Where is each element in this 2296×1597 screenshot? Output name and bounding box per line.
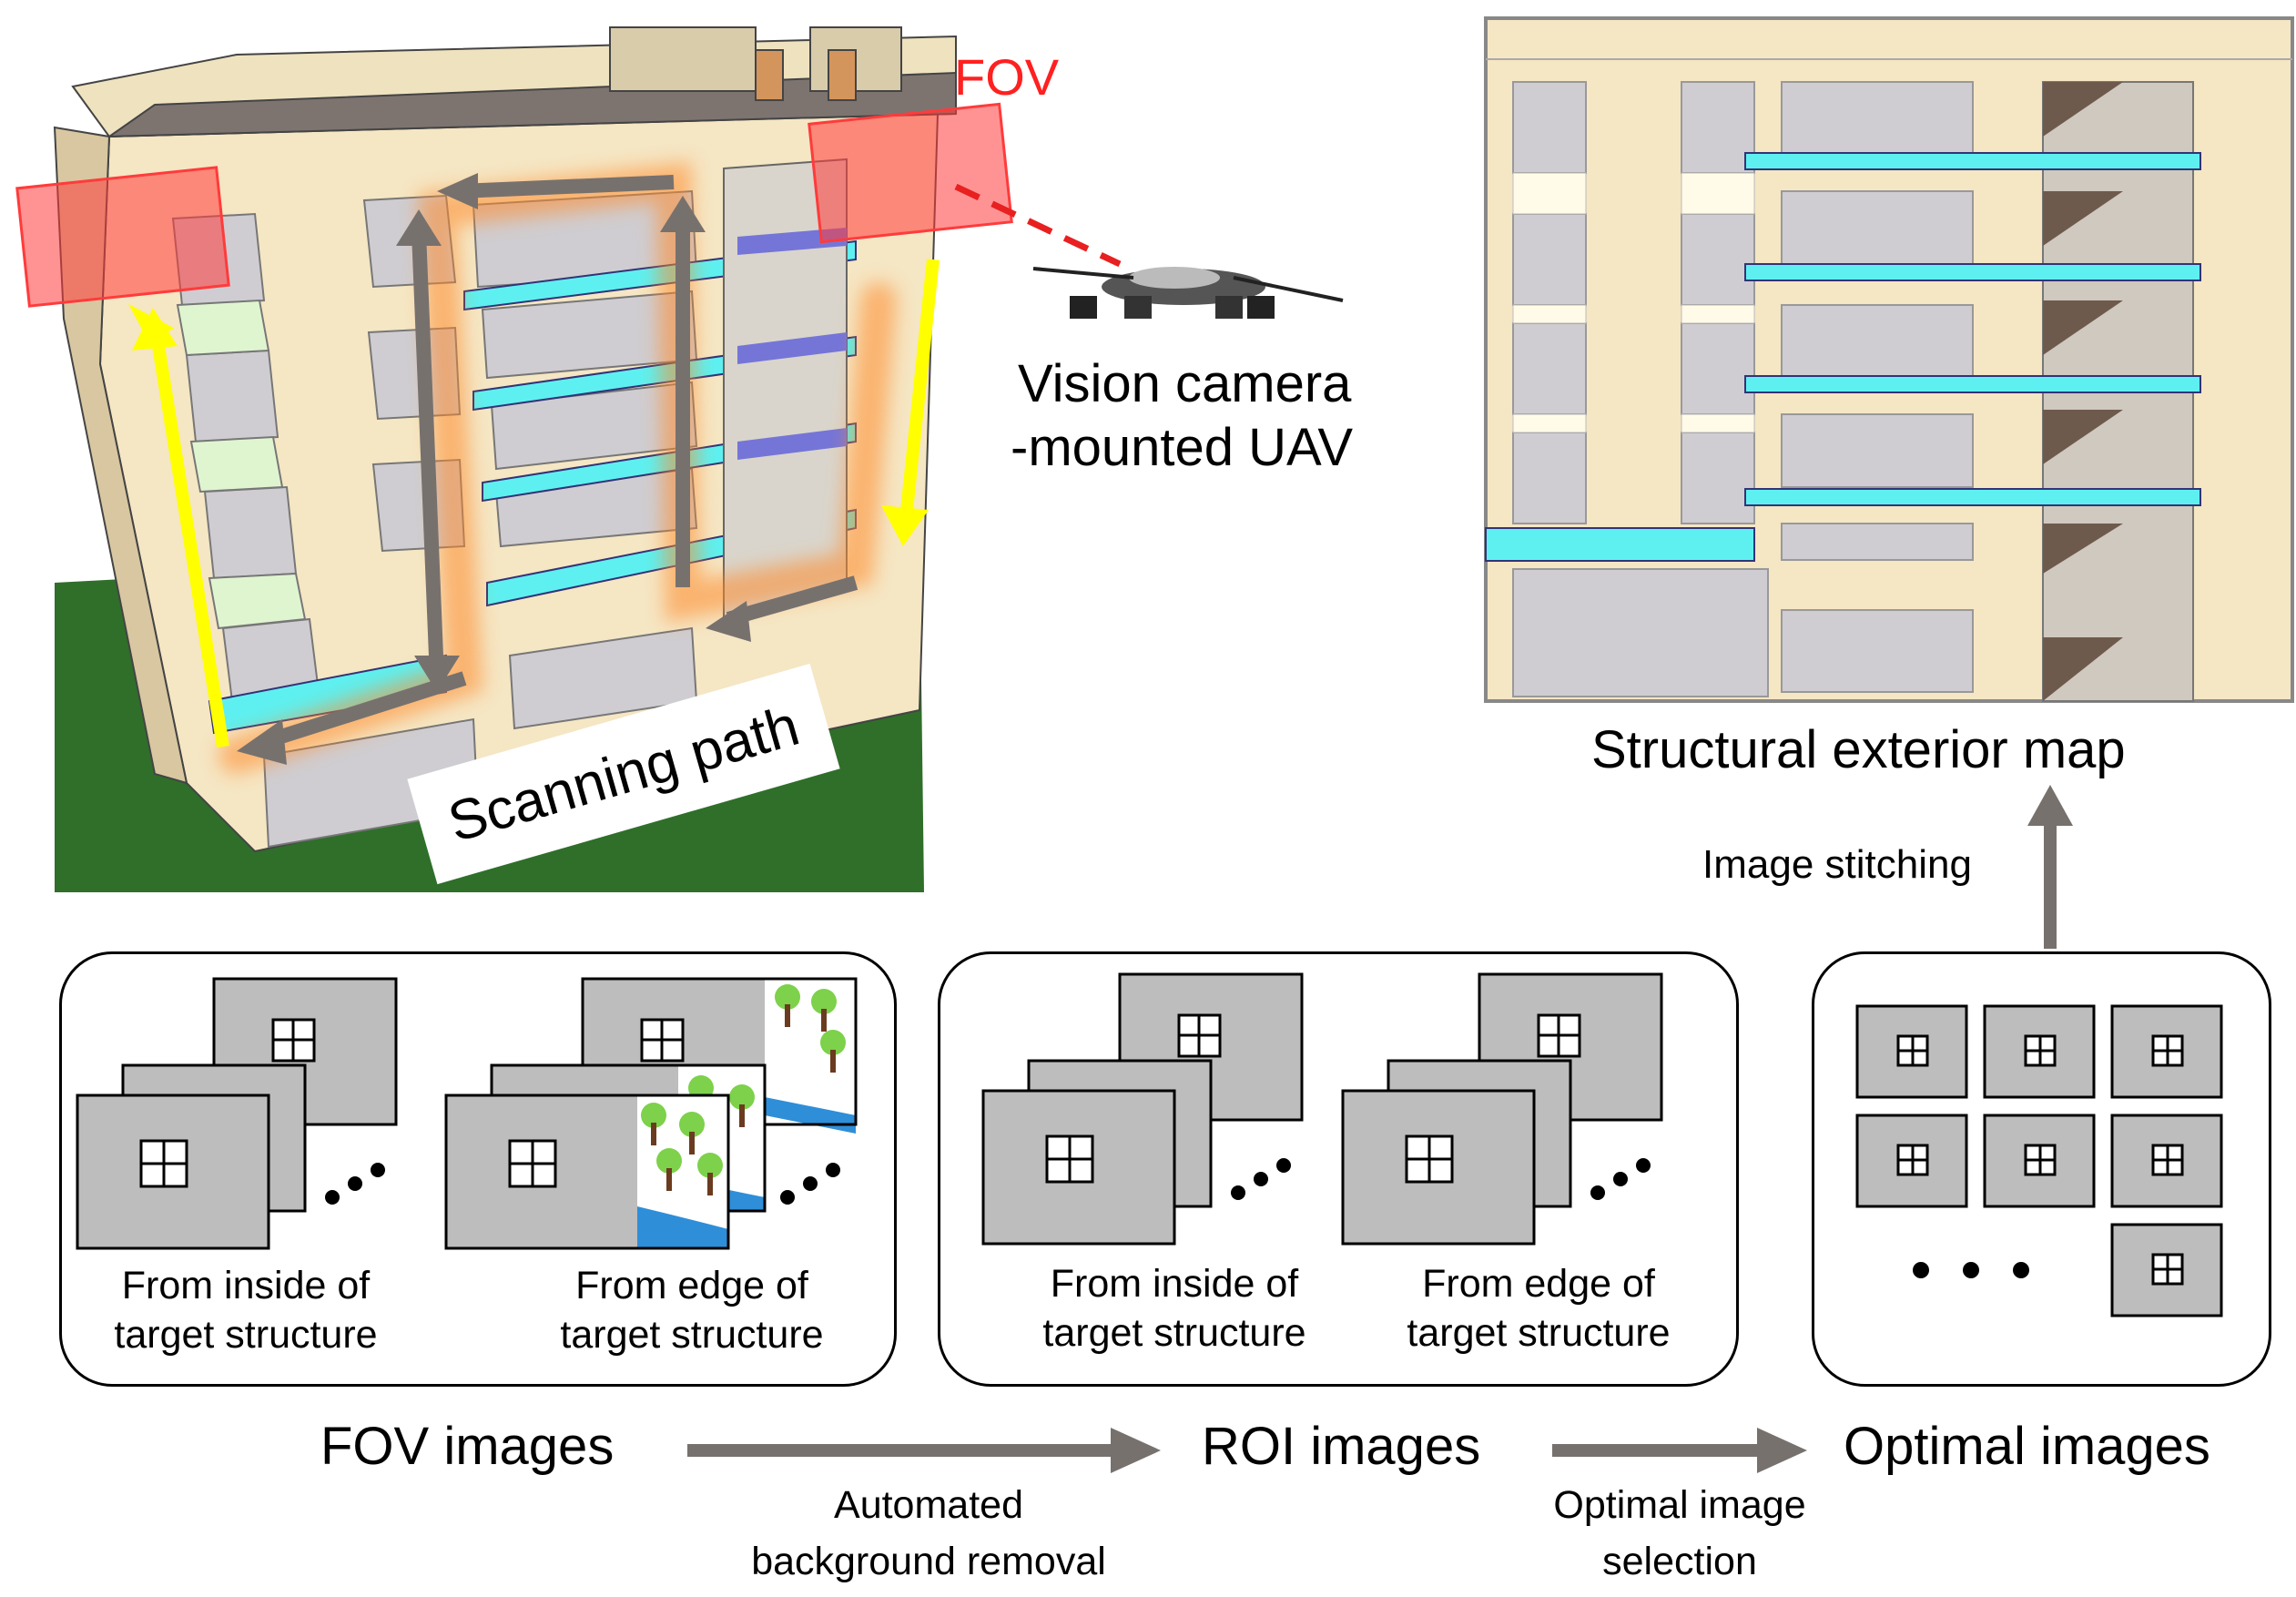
roi-inside-caption: From inside of target structure: [1042, 1262, 1306, 1355]
fov-edge-stack: [444, 977, 858, 1250]
roi-images-label: ROI images: [1202, 1417, 1481, 1476]
fov-images-label: FOV images: [320, 1417, 615, 1476]
building-illustration: [15, 26, 1122, 892]
fov-box-right: [808, 102, 1013, 244]
drone-icon: [1032, 267, 1344, 319]
arrow-icon: [2027, 785, 2073, 949]
stitching-label: Image stitching: [1702, 842, 1972, 887]
fov-inside-caption: From inside of target structure: [114, 1264, 378, 1357]
optimal-images-label: Optimal images: [1844, 1417, 2210, 1476]
uav-label-line2: -mounted UAV: [1011, 418, 1354, 477]
fov-label: FOV: [954, 48, 1060, 106]
tree-icon: [775, 984, 846, 1073]
roi-edge-caption: From edge of target structure: [1407, 1262, 1671, 1355]
flow-arrow-2: [1552, 1428, 1807, 1473]
roi-inside-stack: [981, 972, 1304, 1246]
optimal-image-grid: [1855, 1004, 2223, 1317]
step1-label: Automated background removal: [751, 1483, 1106, 1583]
roi-edge-stack: [1341, 972, 1663, 1246]
fov-edge-caption: From edge of target structure: [560, 1264, 824, 1357]
flow-arrow-1: [687, 1428, 1161, 1473]
fov-inside-stack: [76, 977, 398, 1250]
structural-exterior-map: [1484, 16, 2294, 703]
map-caption: Structural exterior map: [1591, 720, 2126, 779]
step2-label: Optimal image selection: [1553, 1483, 1806, 1583]
fov-box-left: [15, 166, 230, 308]
uav-label-line1: Vision camera: [1018, 354, 1352, 413]
